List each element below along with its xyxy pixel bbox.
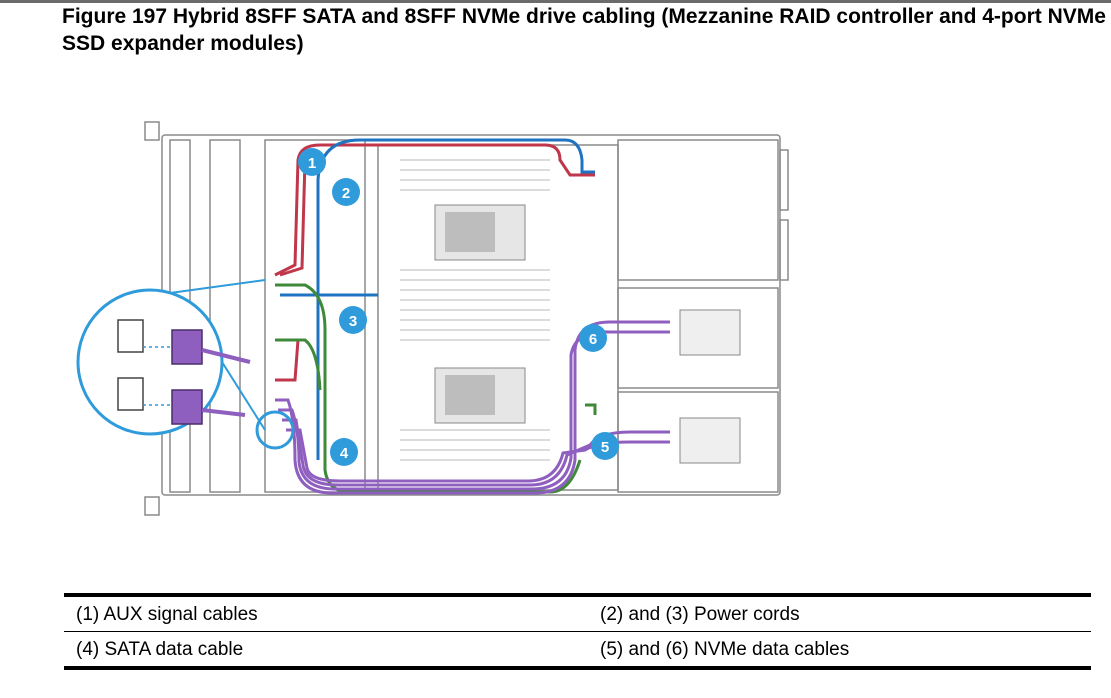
callout-1-label: 1 xyxy=(308,155,316,172)
callout-2-label: 2 xyxy=(342,185,350,202)
callout-6: 6 xyxy=(579,324,607,352)
callout-1: 1 xyxy=(298,148,326,176)
callout-3-label: 3 xyxy=(349,313,357,330)
legend-row: (1) AUX signal cables (2) and (3) Power … xyxy=(64,593,1091,632)
aux-signal-cables xyxy=(274,143,595,382)
cabling-diagram: 1 2 3 4 5 6 xyxy=(76,121,789,516)
callout-4-label: 4 xyxy=(340,445,349,462)
callout-5: 5 xyxy=(591,432,619,460)
figure-title: Figure 197 Hybrid 8SFF SATA and 8SFF NVM… xyxy=(62,5,1106,55)
callout-5-label: 5 xyxy=(601,439,609,456)
legend-item-power-cords: (2) and (3) Power cords xyxy=(588,593,1091,632)
legend-item-nvme-data: (5) and (6) NVMe data cables xyxy=(588,631,1091,670)
nvme-expander-modules xyxy=(679,309,741,464)
callout-4: 4 xyxy=(330,438,358,466)
memory-slots xyxy=(400,159,550,461)
legend-item-sata-data: (4) SATA data cable xyxy=(64,631,588,670)
legend-row: (4) SATA data cable (5) and (6) NVMe dat… xyxy=(64,631,1091,670)
callout-2: 2 xyxy=(332,178,360,206)
connector-detail-inset xyxy=(76,279,295,450)
page-top-rule xyxy=(0,0,1111,3)
callout-6-label: 6 xyxy=(589,331,597,348)
callout-3: 3 xyxy=(339,306,367,334)
callout-legend-table: (1) AUX signal cables (2) and (3) Power … xyxy=(64,593,1091,670)
processor-heatsinks xyxy=(434,204,526,424)
legend-item-aux-signal: (1) AUX signal cables xyxy=(64,593,588,632)
